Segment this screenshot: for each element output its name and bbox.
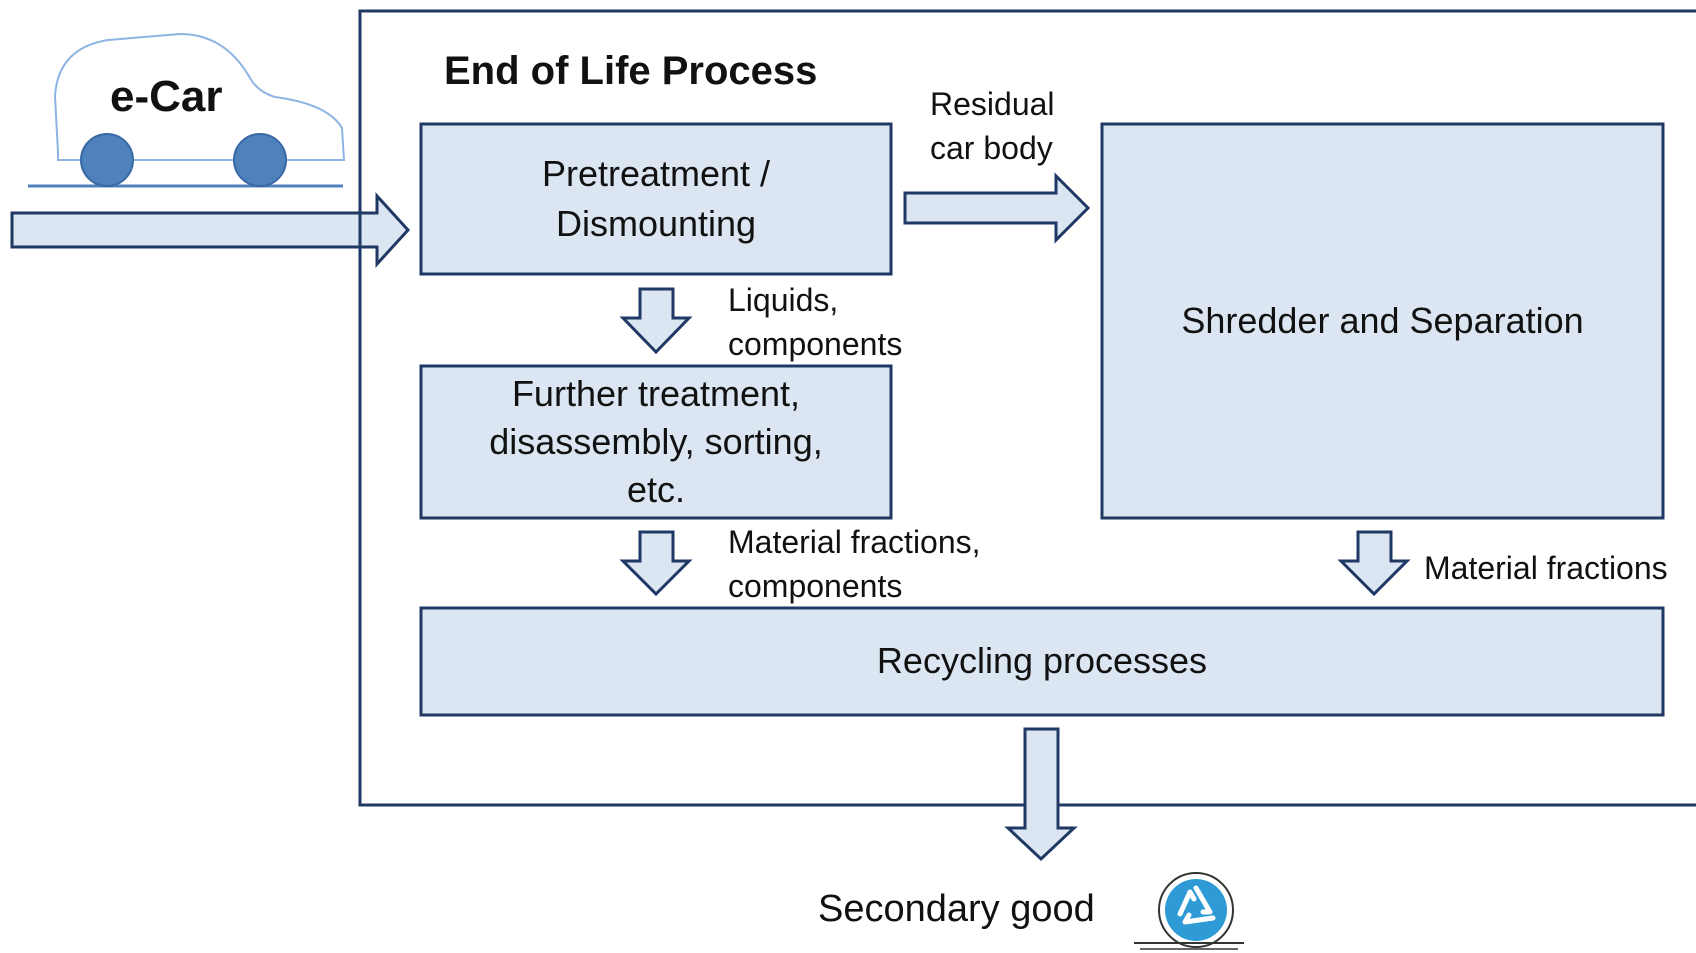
icon-disc <box>1165 879 1227 941</box>
material-fractions-arrow <box>1337 530 1411 597</box>
car-icon <box>28 32 346 188</box>
recycling-box <box>419 606 1665 717</box>
residual-label: Residual car body <box>930 82 1055 170</box>
fractions-components-arrow <box>619 530 693 597</box>
rear-wheel <box>233 133 287 187</box>
car-outline <box>53 32 346 161</box>
fractions-components-label: Material fractions, components <box>728 520 981 608</box>
further-line3: etc. <box>626 468 686 510</box>
secondary-good-label: Secondary good <box>818 888 1095 930</box>
shredder-box <box>1100 122 1665 520</box>
frame-title: End of Life Process <box>444 49 818 93</box>
recycling-text: Recycling processes <box>876 640 1208 682</box>
fractions-components-line2: components <box>728 568 903 605</box>
further-treatment-box <box>419 364 893 520</box>
residual-line1: Residual <box>930 86 1055 122</box>
icon-arrows <box>1177 885 1216 925</box>
further-line1: Further treatment, <box>511 373 801 415</box>
further-line2: disassembly, sorting, <box>489 421 823 463</box>
secondary-good-arrow <box>1004 727 1078 862</box>
pretreatment-text: Pretreatment / Dismounting <box>421 124 891 274</box>
liquids-arrow <box>619 287 693 355</box>
shredder-text: Shredder and Separation <box>1181 299 1584 341</box>
pretreatment-line1: Pretreatment / <box>541 152 771 194</box>
front-wheel <box>80 133 134 187</box>
fractions-components-line1: Material fractions, <box>728 524 981 560</box>
liquids-line1: Liquids, <box>728 282 839 318</box>
icon-outer-ring <box>1158 872 1234 948</box>
pretreatment-line2: Dismounting <box>555 203 757 244</box>
car-input-arrow <box>10 192 411 268</box>
further-treatment-text: Further treatment, disassembly, sorting,… <box>421 366 891 518</box>
material-fractions-label: Material fractions <box>1424 550 1668 586</box>
car-label: e-Car <box>110 72 223 121</box>
pretreatment-box <box>419 122 893 276</box>
residual-body-arrow <box>903 172 1091 244</box>
liquids-label: Liquids, components <box>728 278 902 366</box>
residual-line2: car body <box>930 130 1053 167</box>
liquids-line2: components <box>728 326 903 363</box>
recycle-icon <box>1134 872 1244 950</box>
